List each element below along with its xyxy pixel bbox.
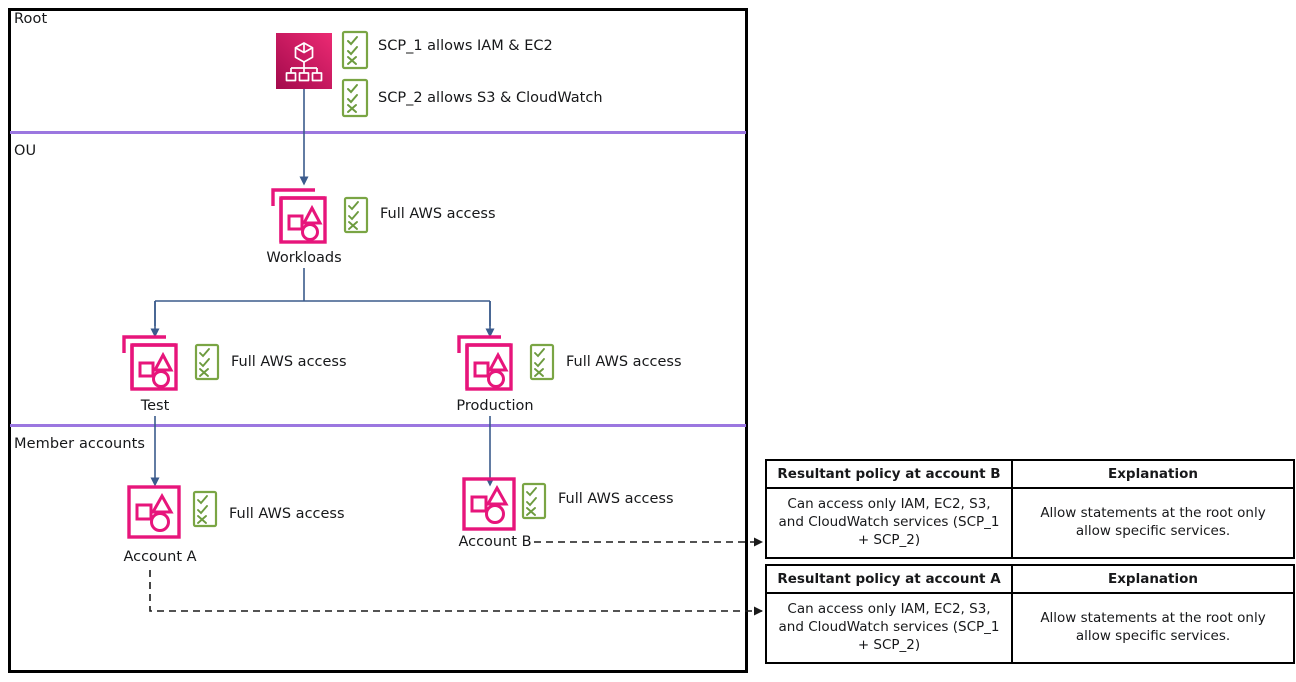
root-policy-1-text: SCP_1 allows IAM & EC2 — [378, 38, 553, 54]
node-label-test: Test — [140, 398, 170, 414]
account-a-policy-text: Full AWS access — [229, 506, 345, 522]
root-policy-2-text: SCP_2 allows S3 & CloudWatch — [378, 90, 603, 106]
table-header-row: Resultant policy at account B Explanatio… — [765, 459, 1295, 489]
node-label-account-b: Account B — [458, 534, 532, 550]
policy-checklist-icon — [521, 482, 547, 520]
policy-checklist-icon — [529, 343, 555, 381]
node-label-production: Production — [456, 398, 534, 414]
aws-organizations-icon — [276, 33, 332, 89]
table-cell-explanation-b: Allow statements at the root only allow … — [1011, 487, 1295, 559]
table-cell-policy-b: Can access only IAM, EC2, S3, and CloudW… — [765, 487, 1013, 559]
organizational-unit-icon — [455, 333, 525, 397]
table-row: Can access only IAM, EC2, S3, and CloudW… — [765, 592, 1295, 664]
tier-divider-root-ou — [10, 131, 746, 134]
result-table-account-a: Resultant policy at account A Explanatio… — [765, 564, 1295, 664]
table-header-row: Resultant policy at account A Explanatio… — [765, 564, 1295, 594]
organizational-unit-icon — [269, 186, 339, 250]
test-policy-text: Full AWS access — [231, 354, 347, 370]
tier-divider-ou-member — [10, 424, 746, 427]
table-row: Can access only IAM, EC2, S3, and CloudW… — [765, 487, 1295, 559]
tier-label-root: Root — [14, 11, 48, 27]
table-header-policy-a: Resultant policy at account A — [765, 564, 1013, 594]
table-header-explanation-a: Explanation — [1011, 564, 1295, 594]
table-header-explanation-b: Explanation — [1011, 459, 1295, 489]
node-label-account-a: Account A — [123, 549, 197, 565]
policy-checklist-icon — [194, 343, 220, 381]
organizational-unit-icon — [120, 333, 190, 397]
policy-checklist-icon — [343, 196, 369, 234]
organization-diagram-frame — [8, 8, 748, 673]
aws-account-icon — [126, 484, 184, 540]
aws-account-icon — [461, 476, 519, 532]
account-b-policy-text: Full AWS access — [558, 491, 674, 507]
policy-checklist-icon — [192, 490, 218, 528]
node-label-workloads: Workloads — [266, 250, 342, 266]
policy-checklist-icon — [341, 30, 369, 70]
workloads-policy-text: Full AWS access — [380, 206, 496, 222]
production-policy-text: Full AWS access — [566, 354, 682, 370]
result-table-account-b: Resultant policy at account B Explanatio… — [765, 459, 1295, 559]
table-cell-policy-a: Can access only IAM, EC2, S3, and CloudW… — [765, 592, 1013, 664]
policy-checklist-icon — [341, 78, 369, 118]
table-cell-explanation-a: Allow statements at the root only allow … — [1011, 592, 1295, 664]
tier-label-ou: OU — [14, 143, 37, 159]
tier-label-member-accounts: Member accounts — [14, 436, 146, 452]
table-header-policy-b: Resultant policy at account B — [765, 459, 1013, 489]
